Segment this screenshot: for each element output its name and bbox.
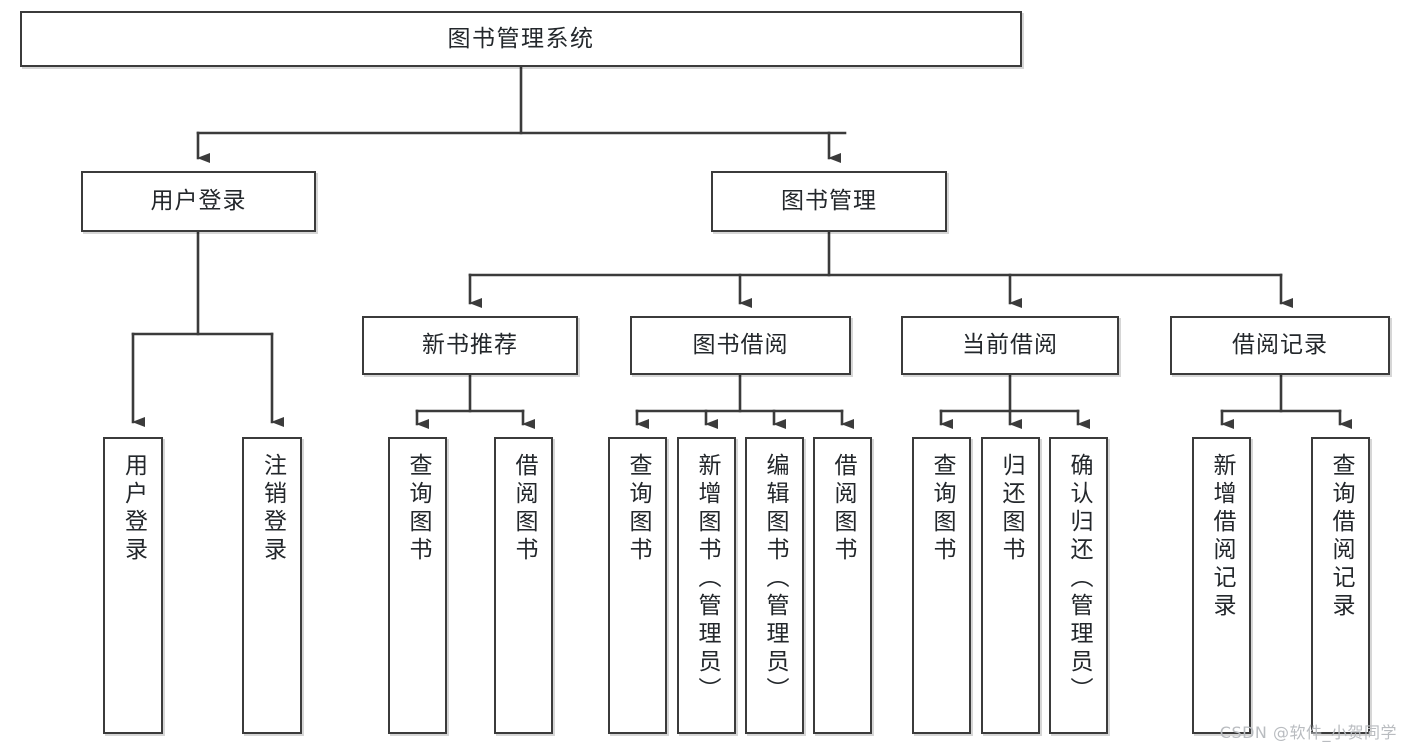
node-leaf-edit-book-admin[interactable]: 编辑图书（管理员）: [745, 437, 804, 734]
node-label: 借阅图书: [511, 453, 537, 565]
node-root-book-management-system[interactable]: 图书管理系统: [20, 11, 1022, 67]
node-leaf-borrow-book[interactable]: 借阅图书: [813, 437, 872, 734]
node-label: 新增图书（管理员）: [694, 453, 720, 705]
node-book-management[interactable]: 图书管理: [711, 171, 947, 232]
node-label: 查询借阅记录: [1328, 453, 1354, 621]
node-label: 借阅图书: [830, 453, 856, 565]
node-book-borrow[interactable]: 图书借阅: [630, 316, 851, 375]
node-label: 用户登录: [150, 188, 247, 214]
node-label: 编辑图书（管理员）: [762, 453, 788, 705]
node-label: 查询图书: [929, 453, 955, 565]
node-leaf-query-book-recommend[interactable]: 查询图书: [388, 437, 447, 734]
node-label: 当前借阅: [962, 332, 1058, 358]
node-new-book-recommend[interactable]: 新书推荐: [362, 316, 578, 375]
node-label: 查询图书: [405, 453, 431, 565]
node-leaf-add-borrow-record[interactable]: 新增借阅记录: [1192, 437, 1251, 734]
node-leaf-query-book-current[interactable]: 查询图书: [912, 437, 971, 734]
node-label: 注销登录: [259, 453, 286, 565]
node-user-login[interactable]: 用户登录: [81, 171, 316, 232]
node-label: 借阅记录: [1232, 332, 1328, 358]
node-leaf-logout[interactable]: 注销登录: [242, 437, 302, 734]
csdn-watermark: CSDN @软件_小贺同学: [1219, 723, 1397, 742]
node-label: 新书推荐: [422, 332, 518, 358]
node-leaf-add-book-admin[interactable]: 新增图书（管理员）: [677, 437, 736, 734]
node-borrow-record[interactable]: 借阅记录: [1170, 316, 1390, 375]
node-leaf-query-borrow-record[interactable]: 查询借阅记录: [1311, 437, 1370, 734]
node-label: 图书管理系统: [447, 25, 595, 52]
node-label: 用户登录: [120, 453, 147, 565]
node-label: 查询图书: [625, 453, 651, 565]
node-leaf-user-login[interactable]: 用户登录: [103, 437, 163, 734]
node-leaf-borrow-book-recommend[interactable]: 借阅图书: [494, 437, 553, 734]
node-label: 新增借阅记录: [1209, 453, 1235, 621]
node-label: 归还图书: [998, 453, 1024, 565]
node-leaf-query-book-borrow[interactable]: 查询图书: [608, 437, 667, 734]
node-label: 确认归还（管理员）: [1066, 453, 1092, 705]
node-label: 图书借阅: [692, 332, 789, 358]
node-label: 图书管理: [781, 188, 877, 214]
node-leaf-return-book[interactable]: 归还图书: [981, 437, 1040, 734]
node-current-borrow[interactable]: 当前借阅: [901, 316, 1119, 375]
node-leaf-confirm-return-admin[interactable]: 确认归还（管理员）: [1049, 437, 1108, 734]
